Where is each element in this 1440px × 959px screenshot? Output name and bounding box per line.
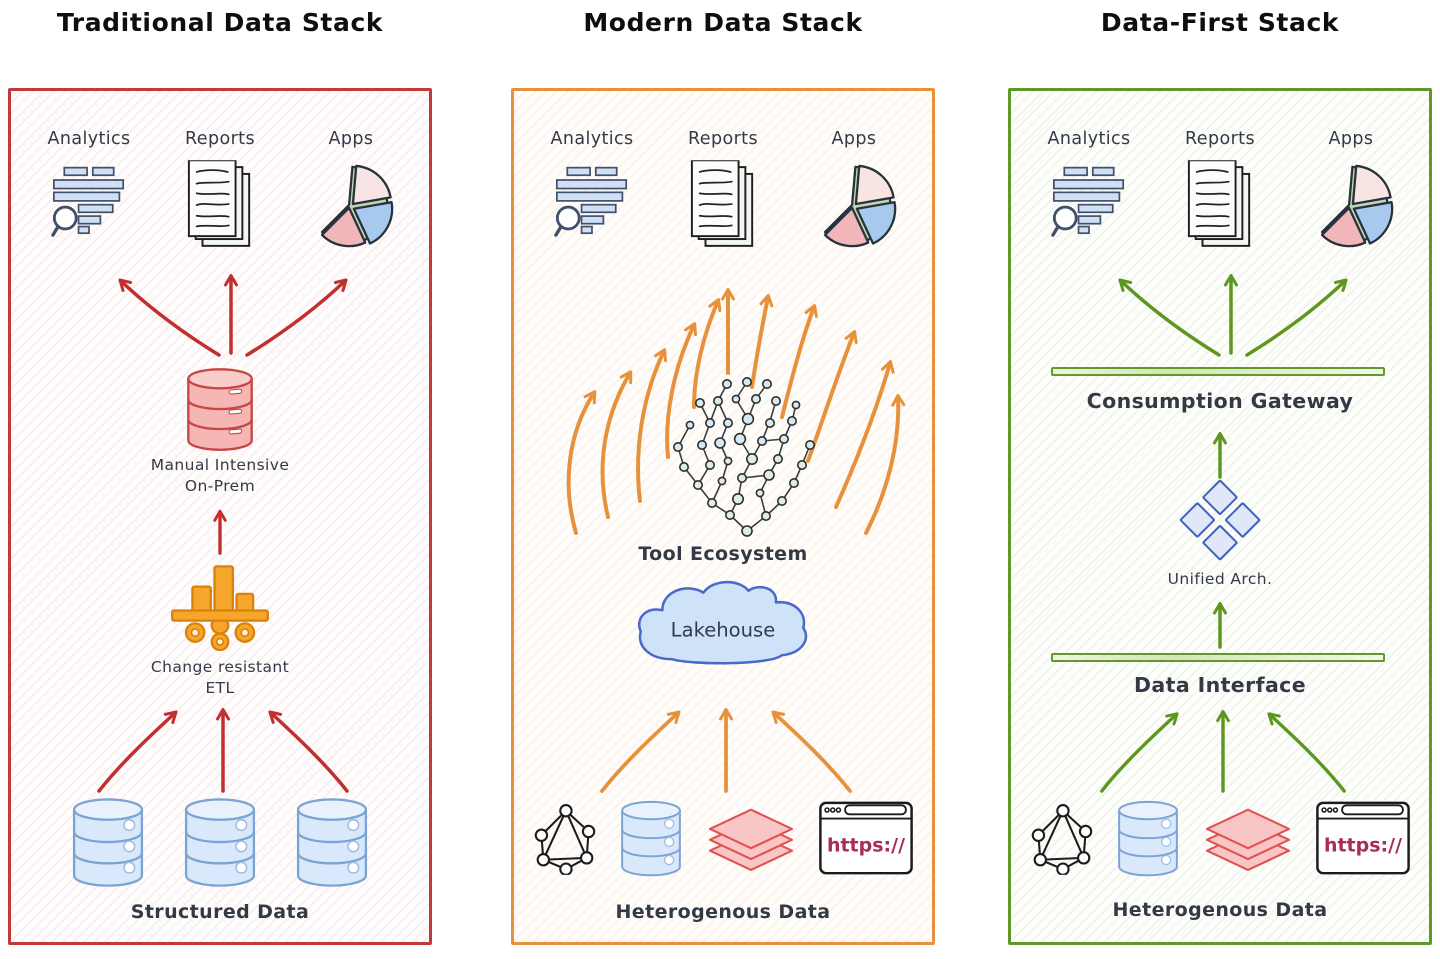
browser-icon: https:// bbox=[819, 801, 913, 875]
analytics-label: Analytics bbox=[47, 129, 131, 149]
apps-group: Apps bbox=[790, 129, 918, 252]
reports-label: Reports bbox=[1185, 129, 1255, 149]
arrow-etl-to-db bbox=[213, 509, 227, 555]
unified-arch-icon bbox=[1178, 478, 1262, 562]
etl-label-line1: Change resistant bbox=[150, 658, 290, 676]
title-traditional: Traditional Data Stack bbox=[56, 8, 384, 37]
data-interface-label: Data Interface bbox=[1133, 673, 1307, 697]
reports-group: Reports bbox=[1156, 129, 1284, 252]
analytics-label: Analytics bbox=[550, 129, 634, 149]
analytics-icon bbox=[554, 160, 630, 238]
database-icon bbox=[618, 799, 684, 879]
fan-arrows-orange bbox=[566, 288, 906, 535]
lakehouse-cloud: Lakehouse bbox=[638, 580, 808, 665]
onprem-database-icon bbox=[183, 367, 257, 453]
https-text: https:// bbox=[1324, 834, 1402, 856]
top-icons-row: Analytics Reports Apps bbox=[528, 129, 918, 252]
analytics-group: Analytics bbox=[528, 129, 656, 252]
consumption-gateway-label: Consumption Gateway bbox=[1086, 389, 1354, 413]
apps-label: Apps bbox=[1328, 129, 1374, 149]
tool-ecosystem-graph bbox=[673, 377, 816, 537]
reports-icon bbox=[688, 160, 758, 252]
graph-data-icon bbox=[532, 803, 598, 875]
apps-pie-icon bbox=[307, 160, 395, 248]
onprem-label-line2: On-Prem bbox=[184, 477, 256, 495]
tool-ecosystem-label: Tool Ecosystem bbox=[638, 543, 808, 565]
title-modern: Modern Data Stack bbox=[583, 8, 863, 37]
reports-icon bbox=[1185, 160, 1255, 252]
apps-label: Apps bbox=[328, 129, 374, 149]
structured-data-label: Structured Data bbox=[130, 901, 310, 923]
unified-arch-label: Unified Arch. bbox=[1167, 570, 1273, 588]
arrow-interface-to-unified bbox=[1213, 602, 1227, 649]
etl-label-line2: ETL bbox=[205, 679, 235, 697]
analytics-group: Analytics bbox=[25, 129, 153, 252]
top-icons-row: Analytics Reports Apps bbox=[1025, 129, 1415, 252]
reports-group: Reports bbox=[659, 129, 787, 252]
analytics-label: Analytics bbox=[1047, 129, 1131, 149]
database-icon bbox=[1115, 799, 1181, 879]
panel-datafirst: Analytics Reports Apps Consumption Gatew… bbox=[1008, 88, 1432, 945]
browser-icon: https:// bbox=[1316, 801, 1410, 875]
analytics-icon bbox=[51, 160, 127, 238]
analytics-group: Analytics bbox=[1025, 129, 1153, 252]
database-icon bbox=[181, 797, 259, 889]
reports-group: Reports bbox=[156, 129, 284, 252]
analytics-icon bbox=[1051, 160, 1127, 238]
etl-icon bbox=[162, 559, 278, 651]
data-interface-bar bbox=[1051, 653, 1385, 662]
lakehouse-label: Lakehouse bbox=[671, 619, 776, 642]
etl-label: Change resistant ETL bbox=[11, 657, 429, 699]
layers-icon bbox=[1201, 803, 1295, 875]
reports-label: Reports bbox=[688, 129, 758, 149]
apps-label: Apps bbox=[831, 129, 877, 149]
apps-pie-icon bbox=[1307, 160, 1395, 248]
diverge-arrows-green bbox=[1118, 274, 1348, 357]
heterogenous-data-label: Heterogenous Data bbox=[1112, 899, 1328, 921]
database-icon bbox=[69, 797, 147, 889]
apps-group: Apps bbox=[1287, 129, 1415, 252]
title-datafirst: Data-First Stack bbox=[1100, 8, 1340, 37]
diverge-arrows-red bbox=[118, 274, 348, 357]
heterogenous-data-label: Heterogenous Data bbox=[615, 901, 831, 923]
apps-group: Apps bbox=[287, 129, 415, 252]
converge-arrows-red bbox=[97, 708, 349, 793]
layers-icon bbox=[704, 803, 798, 875]
heterogenous-data-row: https:// bbox=[514, 799, 932, 879]
panel-traditional: Analytics Reports Apps Manual Intensive … bbox=[8, 88, 432, 945]
top-icons-row: Analytics Reports Apps bbox=[25, 129, 415, 252]
apps-pie-icon bbox=[810, 160, 898, 248]
reports-label: Reports bbox=[185, 129, 255, 149]
consumption-gateway-bar bbox=[1051, 367, 1385, 376]
onprem-label-line1: Manual Intensive bbox=[150, 456, 290, 474]
panel-modern: Analytics Reports Apps bbox=[511, 88, 935, 945]
heterogenous-data-row: https:// bbox=[1011, 799, 1429, 879]
database-icon bbox=[293, 797, 371, 889]
structured-data-row bbox=[11, 797, 429, 889]
converge-arrows-green bbox=[1100, 709, 1346, 793]
https-text: https:// bbox=[827, 834, 905, 856]
graph-data-icon bbox=[1029, 803, 1095, 875]
onprem-label: Manual Intensive On-Prem bbox=[11, 455, 429, 497]
converge-arrows-orange bbox=[600, 708, 852, 793]
arrow-unified-to-gateway bbox=[1213, 432, 1227, 479]
reports-icon bbox=[185, 160, 255, 252]
